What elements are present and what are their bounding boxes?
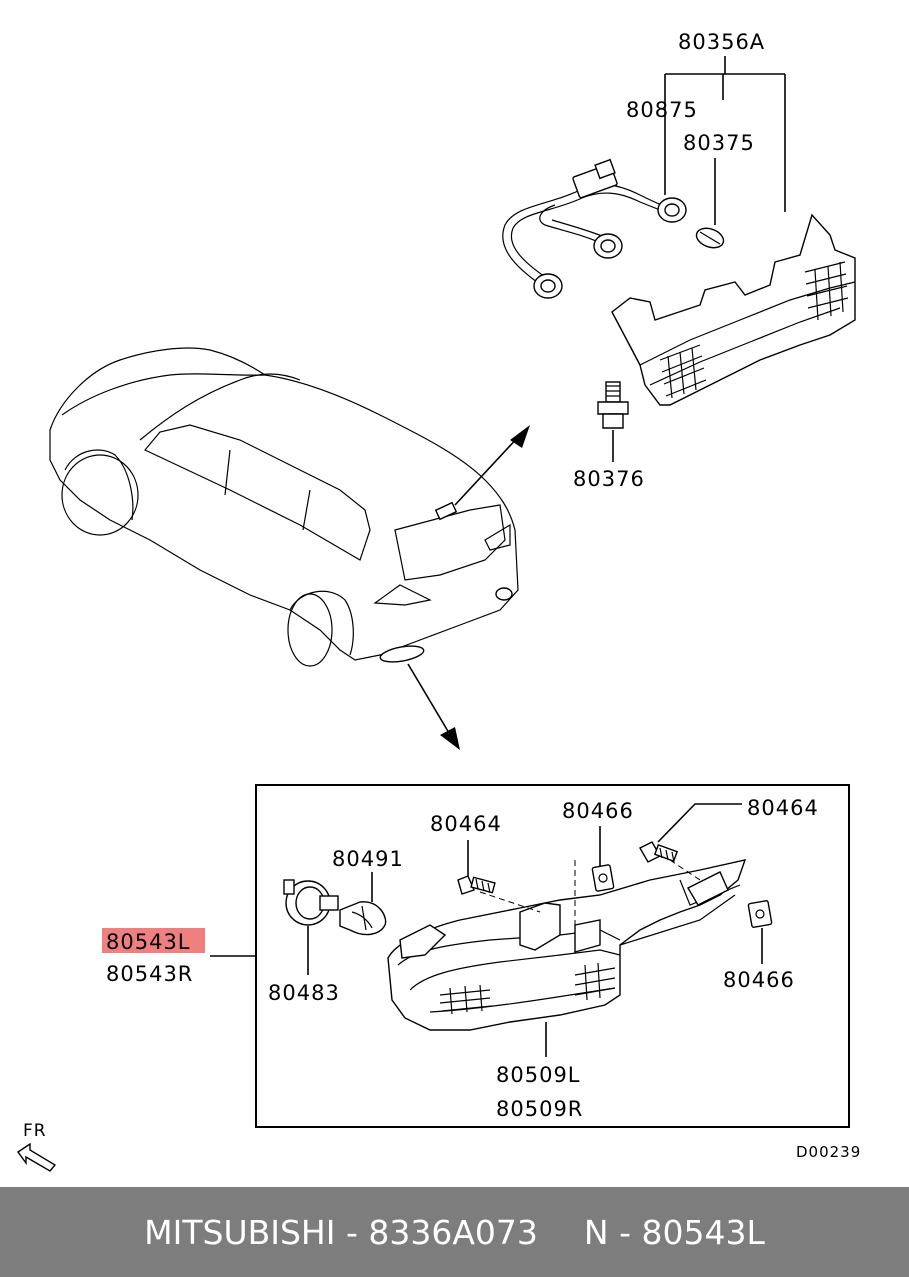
label-80483: 80483	[268, 981, 340, 1005]
diagram-code: D00239	[796, 1143, 861, 1161]
label-80491: 80491	[332, 847, 404, 871]
label-80464-right: 80464	[747, 796, 819, 820]
label-80875: 80875	[626, 98, 698, 122]
parts-diagram: 80356A 80875 80375 80376 80543L 80543R 8…	[17, 30, 861, 1172]
front-label: FR	[23, 1121, 47, 1141]
label-80464-top: 80464	[430, 812, 502, 836]
rear-fog-lamp-assembly	[210, 803, 773, 1057]
label-80466-right: 80466	[723, 968, 795, 992]
vehicle-outline	[49, 347, 530, 750]
footer-ref: N - 80543L	[583, 1212, 765, 1252]
footer-brand-part: MITSUBISHI - 8336A073	[144, 1212, 538, 1252]
label-80543r: 80543R	[106, 962, 193, 986]
label-80509l: 80509L	[496, 1063, 581, 1087]
label-80376: 80376	[573, 467, 645, 491]
label-80356a: 80356A	[678, 30, 765, 54]
label-80375: 80375	[683, 131, 755, 155]
highlight-80543l	[102, 928, 205, 953]
high-mount-lamp-assembly	[502, 56, 856, 462]
label-80543l: 80543L	[106, 930, 191, 954]
footer-bar: MITSUBISHI - 8336A073 N - 80543L	[0, 1187, 909, 1277]
label-80509r: 80509R	[496, 1097, 583, 1121]
front-arrow-icon: FR	[17, 1121, 57, 1172]
label-80466-top: 80466	[562, 799, 634, 823]
